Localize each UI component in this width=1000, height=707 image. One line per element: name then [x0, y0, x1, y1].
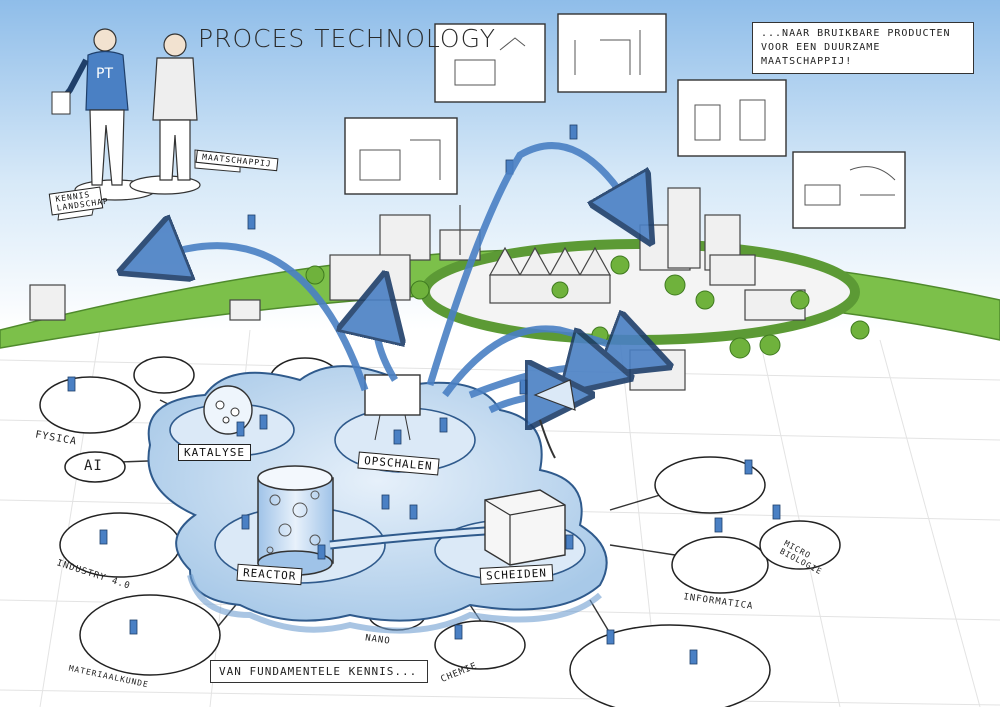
cloud-shadow [187, 574, 602, 634]
two-figures [51, 28, 241, 221]
shirt-lettering: PT [96, 66, 113, 82]
top-right-note: ...NAAR BRUIKBARE PRODUCTEN VOOR EEN DUU… [752, 22, 974, 74]
story-panels [344, 13, 906, 229]
scaleup-board [364, 374, 421, 441]
impact-arrows [150, 142, 640, 410]
separator-unit [484, 489, 566, 566]
panel-sketches [359, 30, 896, 206]
pipe-inner [329, 527, 501, 548]
lightbulb-tool [533, 379, 576, 459]
bottom-note: VAN FUNDAMENTELE KENNIS... [210, 660, 428, 683]
page-title: PROCES TECHNOLOGY [198, 24, 497, 53]
catalysis-sphere [203, 385, 253, 435]
label-katalyse: KATALYSE [178, 444, 251, 461]
label-ai: AI [84, 458, 103, 474]
